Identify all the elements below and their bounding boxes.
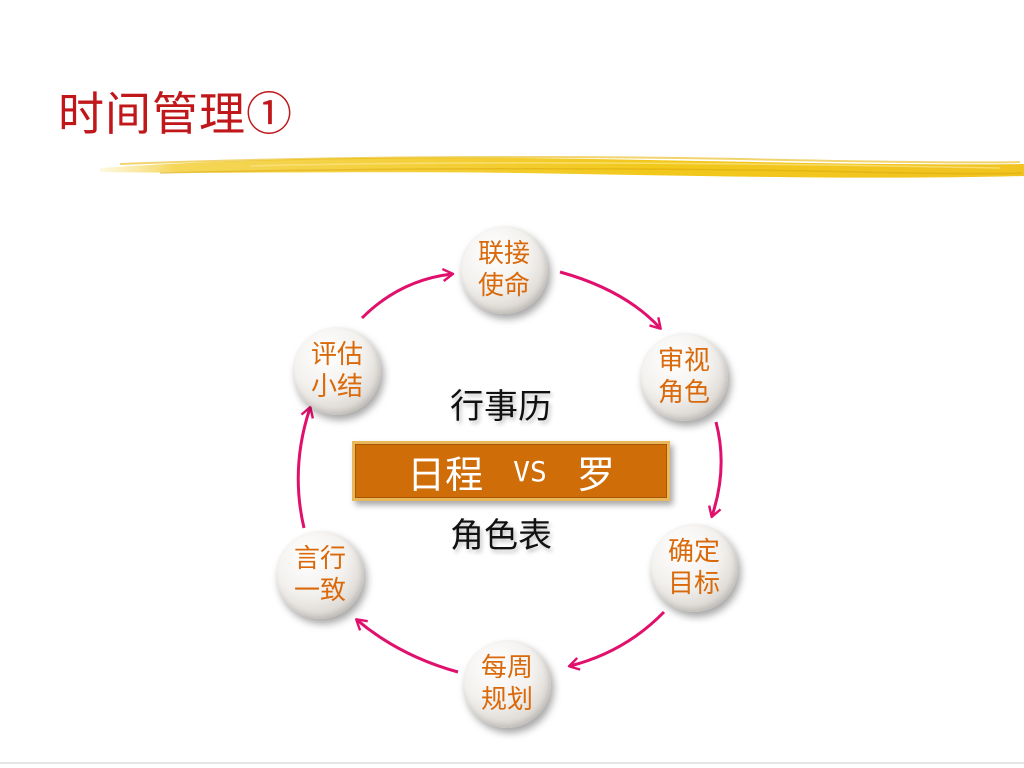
cycle-node-consistent: 言行 一致 (276, 531, 364, 619)
calendar-label: 行事历 (450, 387, 552, 427)
footer-divider (0, 762, 1024, 764)
arrow-consistent-to-evaluate (296, 408, 310, 529)
banner-left-text: 日程 (407, 452, 484, 497)
cycle-node-evaluate: 评估 小结 (293, 327, 381, 415)
cycle-node-set-goal: 确定 目标 (650, 524, 738, 612)
cycle-node-connect-mission: 联接 使命 (460, 226, 548, 314)
banner-right-text: 罗 (576, 452, 615, 497)
role-table-label: 角色表 (450, 516, 552, 556)
cycle-node-review-role: 审视 角色 (640, 333, 728, 421)
arrow-mission-to-role (559, 270, 660, 328)
cycle-node-weekly-plan: 每周 规划 (463, 640, 551, 728)
page-title: 时间管理① (58, 87, 293, 141)
arrow-evaluate-to-mission (360, 274, 452, 320)
arrow-weekly-to-consistent (357, 620, 459, 674)
banner-vs-text: VS (513, 454, 547, 488)
arrow-role-to-goal (712, 421, 723, 516)
arrow-goal-to-weekly (570, 610, 666, 666)
title-brush-stroke (100, 155, 1024, 178)
schedule-vs-banner: 日程 VS 罗 (352, 441, 670, 501)
